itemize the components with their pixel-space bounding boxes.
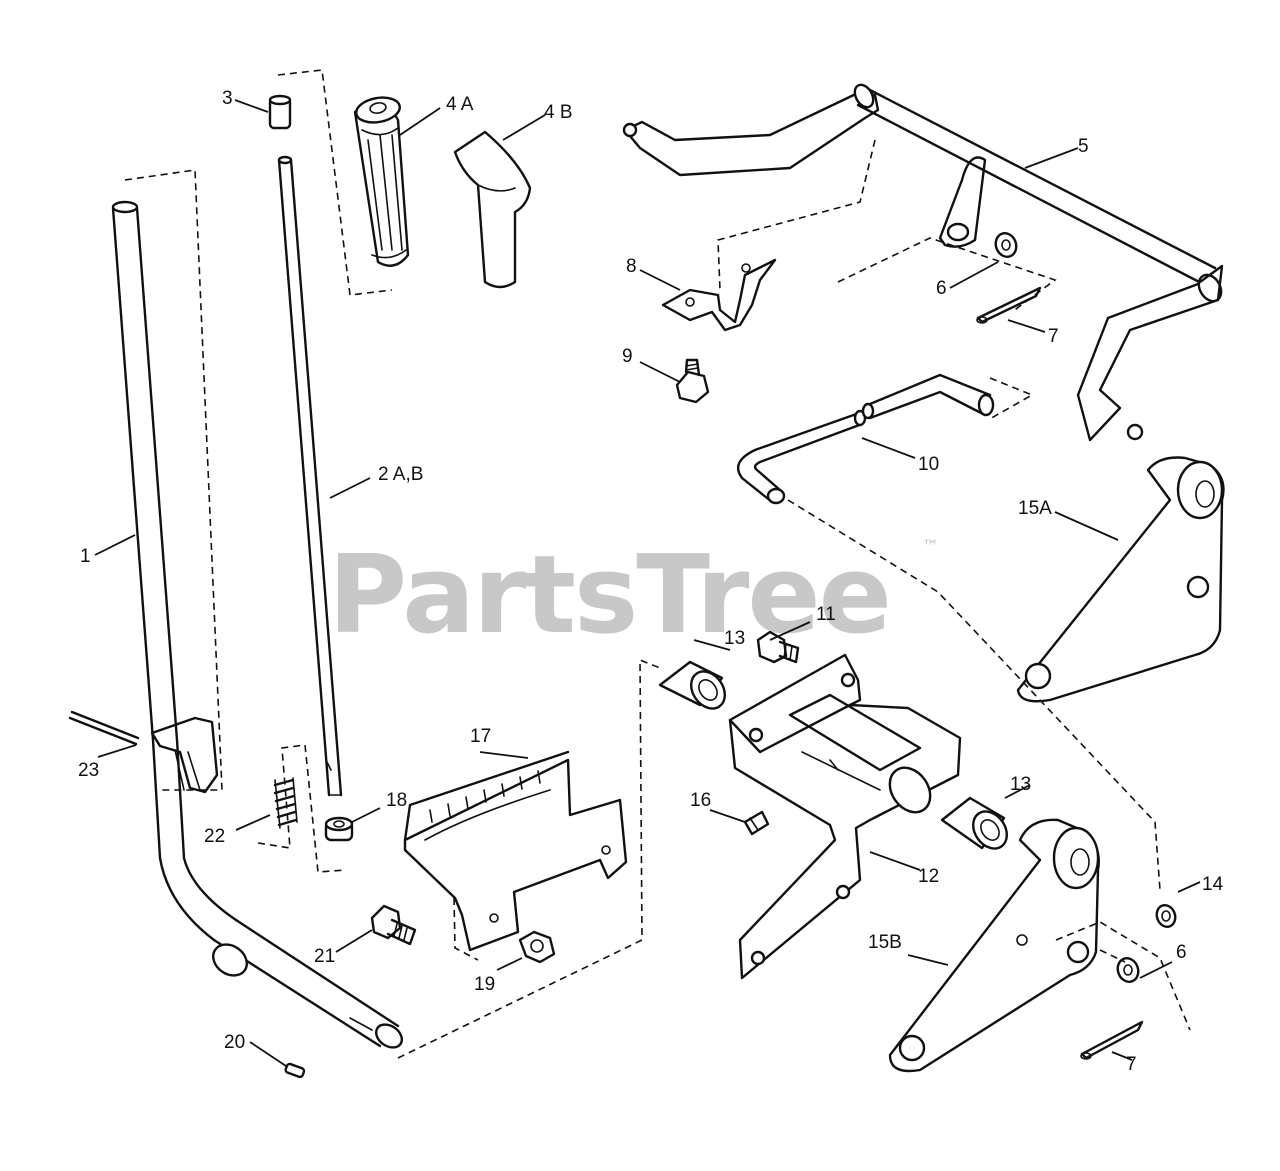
part-5-lift-shaft xyxy=(622,83,1224,442)
callout-15a: 15A xyxy=(1018,498,1052,519)
callout-11: 11 xyxy=(816,604,836,625)
leader-lines xyxy=(94,99,1201,1067)
part-12-main-bracket xyxy=(728,653,962,980)
part-14-washer xyxy=(1155,904,1177,928)
callout-6-lower: 6 xyxy=(1176,942,1187,963)
callout-20: 20 xyxy=(224,1032,245,1053)
callout-10: 10 xyxy=(918,454,939,475)
handle-bracket xyxy=(150,716,219,794)
callout-17: 17 xyxy=(470,726,491,747)
part-6-washer-lower xyxy=(1116,957,1140,983)
part-3-ferrule xyxy=(268,94,292,130)
callout-6-upper: 6 xyxy=(936,278,947,299)
part-10-rod xyxy=(737,373,995,505)
callout-5: 5 xyxy=(1078,136,1089,157)
part-13-bushing-lower xyxy=(940,796,1009,850)
part-1-handle-tube xyxy=(111,200,404,1049)
part-13-bushing-upper xyxy=(658,660,727,710)
arm-group-dashes xyxy=(1055,921,1191,1031)
callout-16: 16 xyxy=(690,790,711,811)
callout-7-upper: 7 xyxy=(1048,326,1059,347)
part-23-pin xyxy=(68,710,140,746)
part-18-nut xyxy=(324,816,354,842)
part-19-nut xyxy=(518,930,556,964)
grip-group-dashes xyxy=(277,69,393,296)
callout-19: 19 xyxy=(474,974,495,995)
shaft-group-dashes xyxy=(717,139,1057,421)
part-2-rod xyxy=(277,155,343,797)
part-4a-grip xyxy=(353,96,410,267)
callout-labels: 1 2 A,B 3 4 A 4 B 5 6 7 8 9 10 11 12 13 … xyxy=(78,88,1224,1075)
part-9-screw xyxy=(675,358,710,404)
part-6-washer-upper xyxy=(994,232,1018,258)
callout-21: 21 xyxy=(314,946,335,967)
part-4b-knob xyxy=(453,130,532,289)
callout-12: 12 xyxy=(918,866,939,887)
callout-18: 18 xyxy=(386,790,407,811)
callout-22: 22 xyxy=(204,826,225,847)
callout-13-lower: 13 xyxy=(1010,774,1031,795)
callout-14: 14 xyxy=(1202,874,1224,895)
part-20-pin xyxy=(284,1062,306,1079)
part-17-bracket xyxy=(403,750,628,952)
callout-4b: 4 B xyxy=(544,102,573,123)
bracket-group-dashes xyxy=(397,658,661,1059)
part-8-bracket xyxy=(661,258,777,332)
callout-2ab: 2 A,B xyxy=(378,464,423,485)
callout-7-lower: 7 xyxy=(1126,1054,1137,1075)
callout-9: 9 xyxy=(622,346,633,367)
part-15b-arm xyxy=(888,818,1100,1073)
part-11-screw xyxy=(756,630,800,664)
callout-1: 1 xyxy=(80,546,91,567)
part-7-cotter-pin-lower xyxy=(1080,1020,1144,1060)
handle-group-dashes xyxy=(124,169,223,791)
rod-group-dashes xyxy=(787,499,1161,891)
watermark-text: PartsTree xyxy=(328,533,890,658)
part-21-bolt xyxy=(370,904,417,946)
callout-15b: 15B xyxy=(868,932,902,953)
callout-3: 3 xyxy=(222,88,233,109)
spring-group-dashes xyxy=(257,744,346,873)
trademark-symbol: ™ xyxy=(922,537,939,557)
part-15a-arm xyxy=(1016,456,1225,703)
callout-23: 23 xyxy=(78,760,99,781)
callout-13-upper: 13 xyxy=(724,628,745,649)
part-16-fitting xyxy=(743,810,770,836)
callout-4a: 4 A xyxy=(446,94,474,115)
callout-8: 8 xyxy=(626,256,637,277)
watermark: PartsTree ™ xyxy=(328,533,939,658)
part-7-cotter-pin-upper xyxy=(976,286,1042,324)
